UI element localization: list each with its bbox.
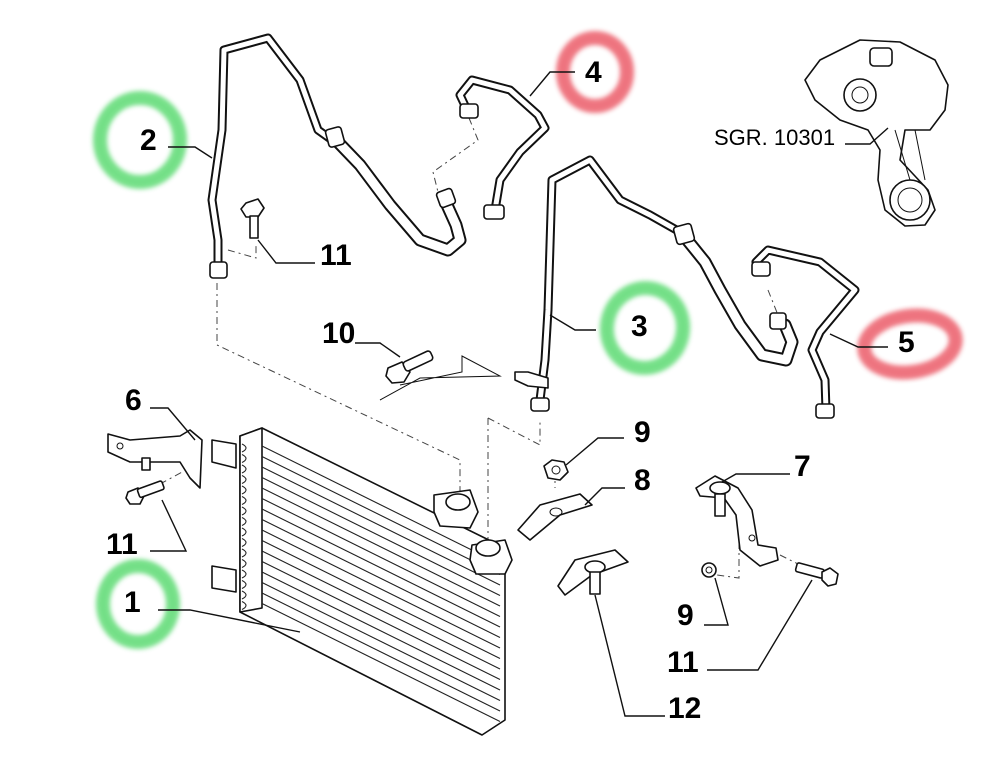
- stud-clamp-12: [557, 549, 629, 596]
- callout-11-right[interactable]: 11: [667, 646, 699, 679]
- cooler-fin: [261, 550, 501, 670]
- cooler-fin: [261, 582, 501, 701]
- cooler-fin-end: [241, 580, 247, 589]
- hose-right-5: [751, 245, 860, 419]
- highlight-ring-3: [599, 281, 691, 375]
- cooler-fin: [261, 592, 501, 712]
- cooler-fin: [261, 529, 501, 649]
- bolt-upper-11: [240, 198, 265, 239]
- cooler-fin-end: [241, 548, 247, 558]
- pipe-left-2: [207, 33, 467, 279]
- callout-7[interactable]: 7: [794, 450, 811, 483]
- cooler-fin-end: [241, 454, 247, 463]
- cooler-fin: [261, 561, 501, 680]
- cooler-fin-end: [241, 517, 247, 526]
- callout-1[interactable]: 1: [124, 586, 141, 619]
- callout-11-upper[interactable]: 11: [320, 239, 352, 272]
- nut-upper-9: [543, 459, 569, 481]
- bolt-left-11: [125, 480, 165, 505]
- oil-cooler-1: [211, 427, 513, 736]
- bolt-flanged-10: [385, 350, 434, 384]
- highlight-ring-5: [857, 308, 963, 380]
- bracket-left-6: [107, 429, 203, 489]
- callout-11-left[interactable]: 11: [106, 528, 138, 561]
- reference-pump-assembly: [804, 39, 949, 227]
- callout-3[interactable]: 3: [631, 310, 648, 343]
- nut-lower-9: [701, 562, 717, 578]
- cooler-fin-end: [241, 475, 247, 484]
- callout-5[interactable]: 5: [898, 326, 915, 359]
- cooler-fins: [241, 443, 501, 722]
- leader-lines: [150, 71, 888, 717]
- cooler-fin-end: [241, 506, 247, 516]
- cooler-fin-end: [241, 590, 247, 600]
- pipe-middle-3: [514, 155, 799, 412]
- cooler-fin-end: [241, 538, 247, 547]
- clamp-plate-8: [517, 493, 593, 541]
- callout-4[interactable]: 4: [585, 56, 602, 89]
- cooler-fin-end: [241, 569, 247, 579]
- callout-12[interactable]: 12: [668, 692, 701, 725]
- bolt-right-11: [794, 562, 839, 587]
- cooler-fin: [261, 508, 501, 628]
- cooler-fin-end: [241, 485, 247, 495]
- hose-upper-4: [455, 75, 550, 220]
- cooler-fin: [261, 519, 501, 638]
- cooler-fin: [261, 498, 501, 617]
- highlight-ring-2: [93, 91, 187, 189]
- cooler-fin: [261, 445, 501, 565]
- cooler-fin-end: [241, 496, 247, 505]
- bracket-right-7: [695, 475, 779, 567]
- callout-2[interactable]: 2: [140, 124, 157, 157]
- cooler-fin-end: [241, 601, 247, 610]
- cooler-fin: [261, 456, 501, 575]
- cooler-fin: [261, 477, 501, 596]
- cooler-fin: [261, 540, 501, 659]
- cooler-fin-end: [241, 464, 247, 474]
- cooler-fin: [261, 603, 501, 722]
- callout-numbers: 2 3 1 4 5 6 7 8 9 9 10 11 11 11 12: [106, 56, 915, 725]
- callout-8[interactable]: 8: [634, 464, 651, 497]
- reference-label[interactable]: SGR. 10301: [714, 125, 835, 150]
- cooler-fin: [261, 466, 501, 586]
- highlight-ring-1: [96, 559, 180, 649]
- callout-9-upper[interactable]: 9: [634, 416, 651, 449]
- cooler-fin: [261, 571, 501, 691]
- cooler-fin-end: [241, 443, 247, 453]
- callout-10[interactable]: 10: [322, 317, 355, 350]
- cooler-fin-end: [241, 559, 247, 568]
- callout-6[interactable]: 6: [125, 384, 142, 417]
- cooler-fin: [261, 487, 501, 607]
- callout-9-lower[interactable]: 9: [677, 599, 694, 632]
- cooler-fin-end: [241, 527, 247, 537]
